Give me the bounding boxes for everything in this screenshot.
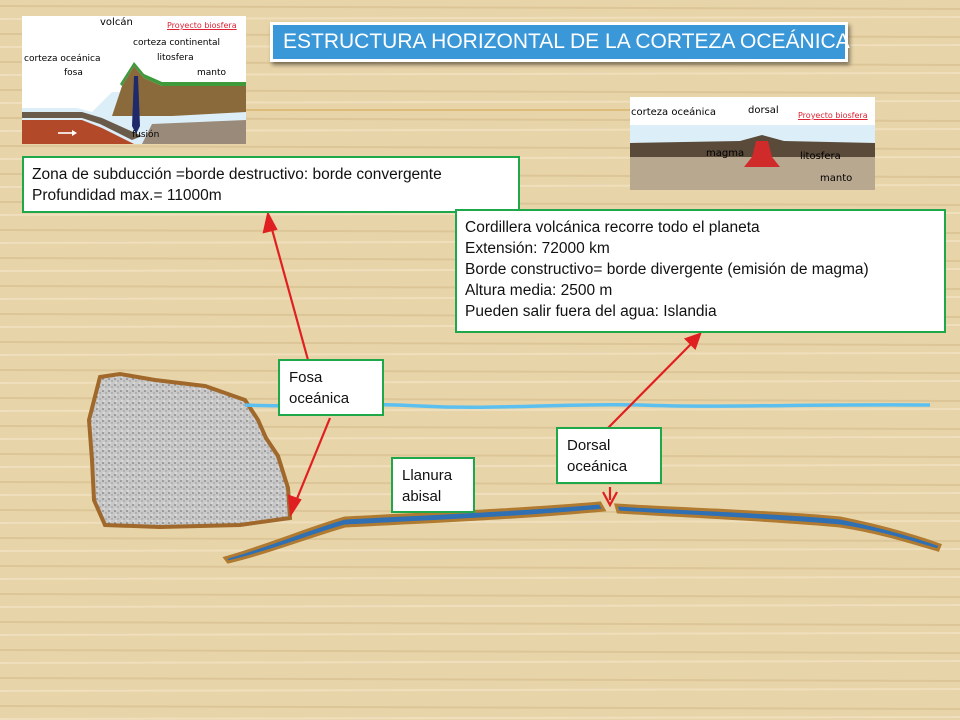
- llanura-abisal-label: Llanura abisal: [391, 457, 475, 513]
- slide-title: ESTRUCTURA HORIZONTAL DE LA CORTEZA OCEÁ…: [270, 22, 850, 62]
- ridge-inset-credit[interactable]: Proyecto biosfera: [798, 111, 868, 120]
- subduction-line-1: Zona de subducción =borde destructivo: b…: [32, 166, 442, 183]
- continental-block: [86, 371, 293, 530]
- dorsal-label-line-2: oceánica: [567, 458, 628, 475]
- label-corteza-oceanica: corteza oceánica: [24, 54, 101, 64]
- arrowhead-ridge-box: [683, 332, 702, 351]
- abyssal-plain-floor: [222, 501, 607, 564]
- fosa-oceanica-label: Fosa oceánica: [278, 359, 384, 416]
- fosa-label-line-1: Fosa: [289, 369, 323, 386]
- fosa-label-line-2: oceánica: [289, 390, 350, 407]
- ridge-info-box: Cordillera volcánica recorre todo el pla…: [455, 209, 946, 333]
- label-fusion: fusión: [132, 130, 160, 140]
- llanura-label-line-1: Llanura: [402, 467, 453, 484]
- dorsal-label-line-1: Dorsal: [567, 437, 611, 454]
- label-manto: manto: [197, 68, 227, 78]
- ridge-inset-figure: [630, 97, 875, 190]
- arrow-dorsal-to-ridge-box: [607, 339, 696, 429]
- arrowhead-subduction-box: [262, 210, 278, 234]
- label-magma: magma: [706, 148, 745, 159]
- arrowhead-trench: [287, 494, 302, 518]
- ridge-flank-floor: [613, 503, 942, 552]
- ridge-inset: Proyecto biosfera corteza oceánica dorsa…: [630, 97, 875, 190]
- label-fosa: fosa: [64, 68, 83, 78]
- ridge-line-2: Extensión: 72000 km: [465, 240, 610, 257]
- llanura-label-line-2: abisal: [402, 488, 442, 505]
- subduction-inset-credit[interactable]: Proyecto biosfera: [167, 21, 237, 30]
- label-manto-ridge: manto: [820, 173, 853, 184]
- ridge-line-3: Borde constructivo= borde divergente (em…: [465, 261, 869, 278]
- dorsal-oceanica-label: Dorsal oceánica: [556, 427, 662, 484]
- label-corteza-continental: corteza continental: [133, 38, 220, 48]
- ridge-line-1: Cordillera volcánica recorre todo el pla…: [465, 219, 760, 236]
- label-litosfera-ridge: litosfera: [800, 151, 841, 162]
- label-dorsal: dorsal: [748, 105, 779, 116]
- subduction-line-2: Profundidad max.= 11000m: [32, 187, 222, 204]
- arrow-fosa-to-trench: [292, 417, 332, 507]
- subduction-inset: Proyecto biosfera volcán corteza contine…: [22, 16, 246, 144]
- arrow-fosa-to-subduction-box: [268, 221, 310, 361]
- arrowhead-ridge: [602, 491, 618, 508]
- ridge-line-4: Altura media: 2500 m: [465, 282, 613, 299]
- subduction-inset-figure: [22, 16, 246, 144]
- subduction-info-box: Zona de subducción =borde destructivo: b…: [22, 156, 520, 213]
- ridge-line-5: Pueden salir fuera del agua: Islandia: [465, 303, 717, 320]
- label-volcan: volcán: [100, 17, 133, 28]
- label-litosfera: litosfera: [157, 53, 194, 63]
- label-corteza-oceanica-ridge: corteza oceánica: [631, 107, 716, 118]
